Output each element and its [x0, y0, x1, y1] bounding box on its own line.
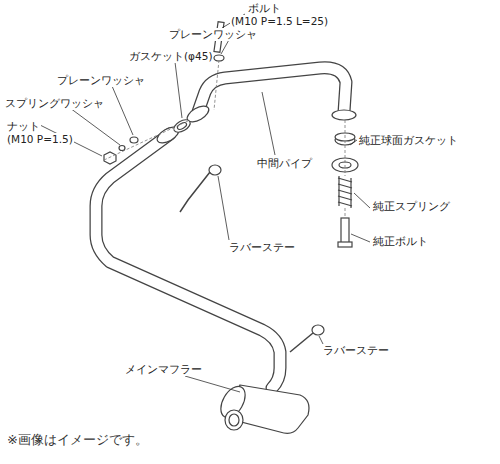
leader-line — [112, 86, 133, 135]
tail-pipe — [225, 410, 243, 430]
stock-bolt — [341, 218, 349, 244]
part-label: 純正ボルト — [372, 235, 429, 248]
tail-pipe-bore — [229, 414, 239, 426]
part-label: 純正スプリング — [372, 200, 451, 213]
spring-washer — [119, 146, 125, 151]
note-text: ※画像はイメージです。 — [6, 432, 149, 448]
stock-spring — [338, 176, 352, 208]
part-label: (M10 P=1.5 L=25) — [230, 15, 329, 28]
leader-line — [262, 92, 275, 155]
assembly-axis — [104, 120, 190, 160]
pipe-outline — [198, 68, 346, 112]
leader-line — [218, 176, 229, 240]
assembly-axis — [345, 120, 346, 176]
leader-line — [319, 336, 323, 344]
rubber-stay — [312, 325, 324, 335]
stay-rod — [180, 172, 210, 212]
part-label: ラバーステー — [322, 344, 390, 357]
stock-bolt-head — [338, 242, 352, 247]
rubber-stay — [209, 165, 221, 175]
leader-line — [185, 376, 240, 392]
leader-line — [350, 140, 357, 145]
pipe-inner — [96, 134, 280, 388]
gasket-hole — [176, 121, 187, 130]
leader-line — [70, 108, 120, 145]
gasket — [172, 117, 193, 135]
part-label: ガスケット(φ45) — [128, 50, 213, 63]
part-label: 中間パイプ — [256, 157, 313, 170]
leader-line — [354, 193, 370, 208]
stay-rod — [290, 333, 313, 352]
plain-washer — [130, 137, 138, 143]
part-label: スプリングワッシャ — [4, 97, 105, 110]
leader-line — [351, 234, 370, 242]
pipe-outline — [96, 134, 280, 388]
nut — [104, 152, 116, 164]
part-label: ボルト — [247, 2, 282, 15]
assembly-axis — [214, 60, 219, 110]
part-label: プレーンワッシャ — [168, 28, 258, 41]
pipe-inner — [198, 68, 346, 112]
assembly-axis — [345, 208, 346, 218]
leader-line — [175, 62, 182, 118]
part-label: ナット — [6, 120, 41, 133]
part-label: プレーンワッシャ — [56, 74, 146, 87]
part-label: (M10 P=1.5) — [6, 133, 74, 146]
part-label: ラバーステー — [228, 241, 296, 254]
part-label: メインマフラー — [124, 363, 203, 376]
part-label: 純正球面ガスケット — [358, 134, 459, 147]
flange — [332, 110, 356, 120]
